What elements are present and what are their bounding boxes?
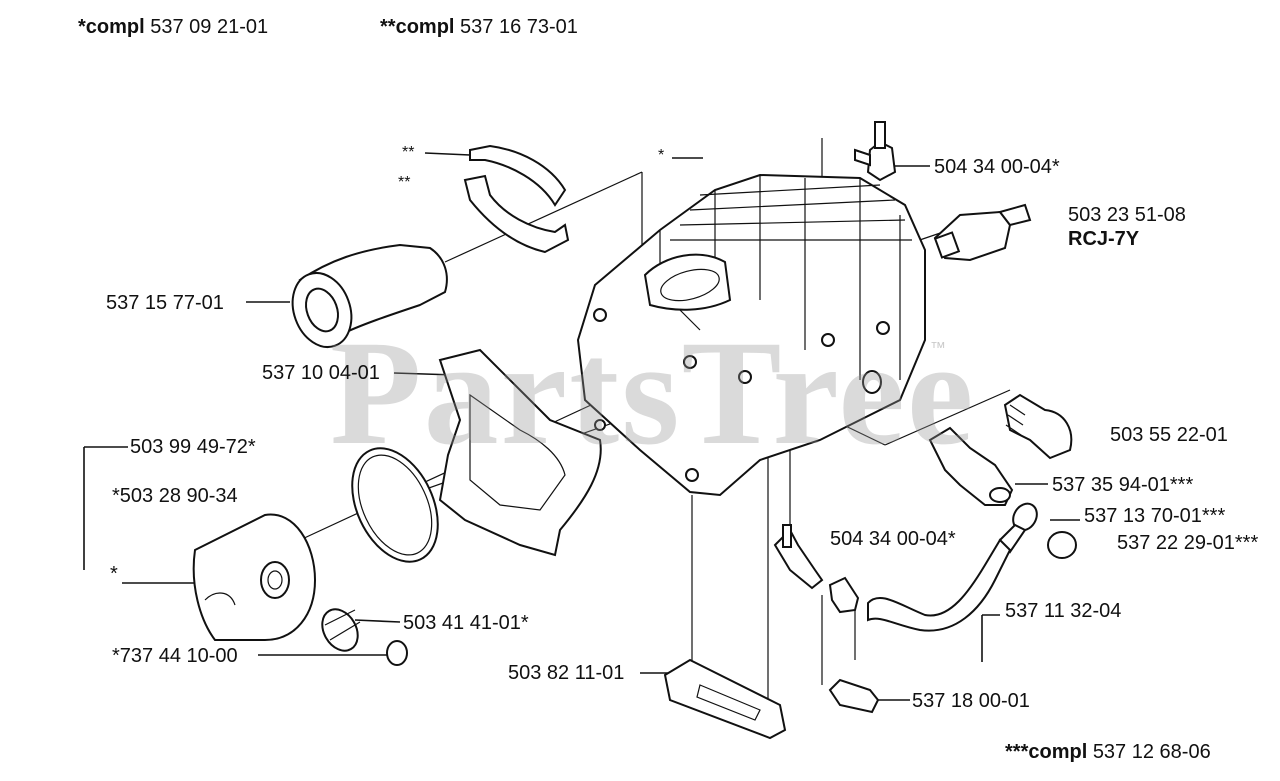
- label-504-34-00-04-mid: 504 34 00-04*: [830, 528, 956, 550]
- compl-label-3: ***compl 537 12 68-06: [1005, 741, 1211, 763]
- label-rcj-7y: RCJ-7Y: [1068, 228, 1140, 250]
- spark-plug-part: [933, 203, 1032, 262]
- label-537-13-70-01: 537 13 70-01***: [1084, 505, 1226, 527]
- compl-number-2: 537 16 73-01: [460, 16, 578, 38]
- label-double-star-b: **: [398, 174, 411, 191]
- elbow-fitting-top-part: [854, 121, 897, 182]
- decompression-valve-part: [1003, 393, 1073, 460]
- pulse-fitting-part: [928, 426, 1014, 506]
- compl-number-3: 537 12 68-06: [1092, 741, 1211, 763]
- label-537-35-94-01: 537 35 94-01***: [1052, 474, 1194, 496]
- label-537-22-29-01: 537 22 29-01***: [1117, 532, 1259, 554]
- label-504-34-00-04-top: 504 34 00-04*: [934, 156, 1060, 178]
- label-single-star-top: *: [658, 147, 665, 164]
- compl-label-2: **compl 537 16 73-01: [380, 16, 578, 38]
- needle-bearing-part: [321, 608, 361, 652]
- circlip-part: [386, 640, 408, 666]
- filter-part: [828, 678, 880, 714]
- label-single-star-left: *: [110, 563, 118, 585]
- hose-part: [867, 538, 1012, 632]
- cylinder-part: [576, 173, 926, 497]
- label-503-99-49-72: 503 99 49-72*: [130, 436, 256, 458]
- compl-label-1: *compl 537 09 21-01: [78, 16, 268, 38]
- trademark-symbol: ™: [930, 340, 946, 357]
- piston-part: [192, 513, 317, 641]
- label-537-10-04-01: 537 10 04-01: [262, 362, 380, 384]
- piston-ring-part: [351, 447, 439, 563]
- label-537-18-00-01: 537 18 00-01: [912, 690, 1030, 712]
- compl-prefix-2: **compl: [380, 16, 455, 38]
- small-fitting-part: [828, 576, 860, 614]
- intake-pipe-part: [291, 243, 448, 348]
- elbow-fitting-lower-part: [773, 524, 824, 590]
- label-503-82-11-01: 503 82 11-01: [508, 662, 625, 684]
- label-537-15-77-01: 537 15 77-01: [106, 292, 224, 314]
- label-503-28-90-34: *503 28 90-34: [112, 485, 238, 507]
- compl-number-1: 537 09 21-01: [150, 16, 269, 38]
- label-537-11-32-04: 537 11 32-04: [1005, 600, 1122, 622]
- label-503-55-22-01: 503 55 22-01: [1110, 424, 1228, 446]
- bottom-gasket-part: [663, 658, 787, 740]
- label-503-41-41-01: 503 41 41-01*: [403, 612, 529, 634]
- compl-prefix-3: ***compl: [1005, 741, 1088, 763]
- gasket-part: [438, 348, 602, 557]
- label-737-44-10-00: *737 44 10-00: [112, 645, 238, 667]
- label-double-star-a: **: [402, 144, 415, 161]
- washer-part: [1047, 531, 1077, 559]
- compl-prefix-1: *compl: [78, 16, 145, 38]
- clamp-parts: [463, 144, 570, 254]
- label-503-23-51-08: 503 23 51-08: [1068, 204, 1186, 226]
